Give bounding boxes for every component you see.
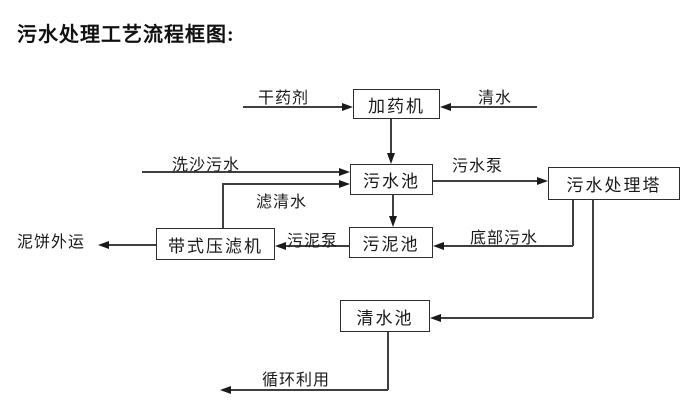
label-recycle-use: 循环利用 bbox=[262, 372, 331, 389]
arrow-sludge-pump-line bbox=[286, 245, 349, 247]
arrow-sand-washing-to-sewage-head-icon bbox=[339, 168, 350, 176]
arrow-bottom-sewage-line bbox=[444, 245, 573, 247]
arrow-bottom-sewage-riser-line bbox=[572, 200, 574, 246]
node-treatment-tower: 污水处理塔 bbox=[548, 167, 680, 200]
node-clean-water-pool: 清水池 bbox=[340, 300, 430, 332]
arrow-sewage-to-sludge-line bbox=[392, 195, 394, 216]
page-title: 污水处理工艺流程框图: bbox=[17, 24, 235, 46]
arrow-filtered-water-line bbox=[222, 183, 339, 185]
arrow-mud-cake-head-icon bbox=[98, 241, 109, 249]
label-dry-agent: 干药剂 bbox=[258, 90, 310, 107]
arrow-tower-to-clean-line bbox=[441, 317, 593, 319]
arrow-dosing-to-sewage-head-icon bbox=[387, 153, 395, 164]
arrow-sewage-pump-line bbox=[433, 180, 537, 182]
arrow-sewage-to-sludge-head-icon bbox=[389, 216, 397, 227]
label-mud-cake-out: 泥饼外运 bbox=[17, 234, 86, 251]
arrow-dry-agent-to-dosing-head-icon bbox=[342, 103, 353, 111]
arrow-mud-cake-line bbox=[109, 244, 156, 246]
arrow-clean-water-to-dosing-line bbox=[451, 106, 537, 108]
label-sewage-pump: 污水泵 bbox=[452, 158, 504, 175]
arrow-tower-to-clean-head-icon bbox=[430, 314, 441, 322]
arrow-dosing-to-sewage-line bbox=[390, 119, 392, 154]
arrow-filtered-water-head-icon bbox=[339, 180, 350, 188]
arrow-sludge-pump-head-icon bbox=[275, 242, 286, 250]
node-belt-filter-press: 带式压滤机 bbox=[156, 228, 275, 260]
arrow-filtered-water-riser-line bbox=[222, 183, 224, 228]
arrow-sand-washing-to-sewage-line bbox=[142, 171, 339, 173]
node-sludge-pool: 污泥池 bbox=[349, 227, 433, 258]
arrow-sewage-pump-head-icon bbox=[537, 177, 548, 185]
label-bottom-sewage: 底部污水 bbox=[470, 230, 539, 247]
arrow-tower-to-clean-riser-line bbox=[592, 200, 594, 318]
arrow-clean-water-to-dosing-head-icon bbox=[440, 103, 451, 111]
node-sewage-pool: 污水池 bbox=[350, 164, 433, 195]
label-sand-washing-sewage: 洗沙污水 bbox=[172, 157, 241, 174]
arrow-recycle-riser-line bbox=[387, 332, 389, 390]
arrow-bottom-sewage-head-icon bbox=[433, 242, 444, 250]
node-dosing-machine: 加药机 bbox=[353, 89, 440, 119]
label-clean-water: 清水 bbox=[478, 90, 513, 107]
arrow-dry-agent-to-dosing-line bbox=[243, 106, 343, 108]
arrow-recycle-line bbox=[231, 389, 388, 391]
arrow-recycle-head-icon bbox=[220, 386, 231, 394]
label-sludge-pump: 污泥泵 bbox=[287, 233, 339, 250]
label-filtered-water: 滤清水 bbox=[256, 194, 308, 211]
